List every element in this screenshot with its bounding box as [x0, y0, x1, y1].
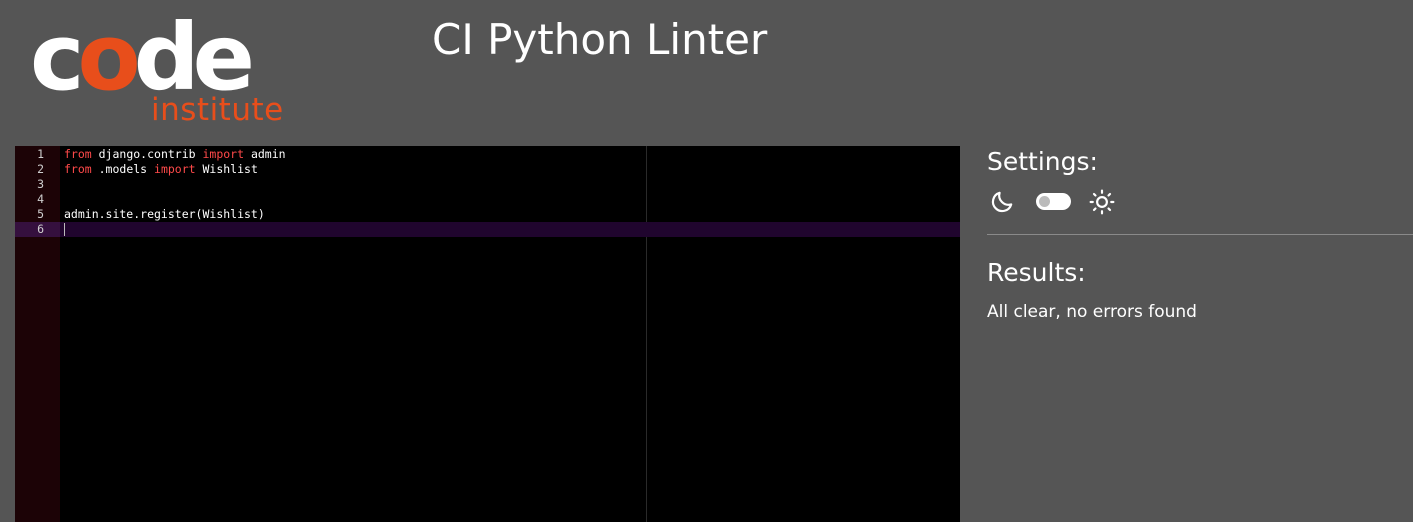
logo-subtitle: institute [151, 92, 284, 128]
section-divider [987, 234, 1413, 235]
toggle-knob [1039, 196, 1050, 207]
line-number: 3 [37, 177, 44, 191]
code-line[interactable]: 2 from .models import Wishlist [15, 162, 960, 177]
results-message: All clear, no errors found [987, 302, 1197, 322]
code-line[interactable]: 3 [15, 177, 960, 192]
line-number: 6 [15, 222, 60, 237]
logo-wordmark: code [30, 4, 255, 111]
print-margin [646, 146, 647, 522]
text-cursor [64, 223, 65, 236]
code-institute-logo[interactable]: code institute [30, 8, 283, 129]
code-text: from .models import Wishlist [64, 162, 258, 177]
code-text: admin.site.register(Wishlist) [64, 207, 265, 222]
code-line[interactable]: 1 from django.contrib import admin [15, 147, 960, 162]
line-number: 5 [37, 207, 44, 221]
code-token: admin.site.register(Wishlist) [64, 207, 265, 221]
line-number: 2 [37, 162, 44, 176]
theme-toggle[interactable] [1036, 193, 1071, 210]
code-line[interactable]: 4 [15, 192, 960, 207]
keyword-token: import [202, 147, 245, 161]
keyword-token: from [64, 162, 92, 176]
keyword-token: from [64, 147, 92, 161]
code-token: admin [244, 147, 286, 161]
results-heading: Results: [987, 258, 1086, 287]
page-title: CI Python Linter [432, 15, 768, 64]
moon-icon[interactable] [989, 189, 1015, 215]
code-line[interactable]: 6 [15, 222, 960, 237]
code-line[interactable]: 5 admin.site.register(Wishlist) [15, 207, 960, 222]
settings-heading: Settings: [987, 147, 1098, 176]
code-token: Wishlist [195, 162, 258, 176]
line-number-gutter [15, 146, 60, 522]
line-number: 4 [37, 192, 44, 206]
code-text: from django.contrib import admin [64, 147, 286, 162]
sun-icon[interactable] [1089, 189, 1115, 215]
line-number: 1 [37, 147, 44, 161]
code-token: .models [91, 162, 155, 176]
keyword-token: import [154, 162, 196, 176]
code-token: django.contrib [91, 147, 203, 161]
code-editor[interactable]: 1 from django.contrib import admin 2 from .… [15, 146, 960, 522]
